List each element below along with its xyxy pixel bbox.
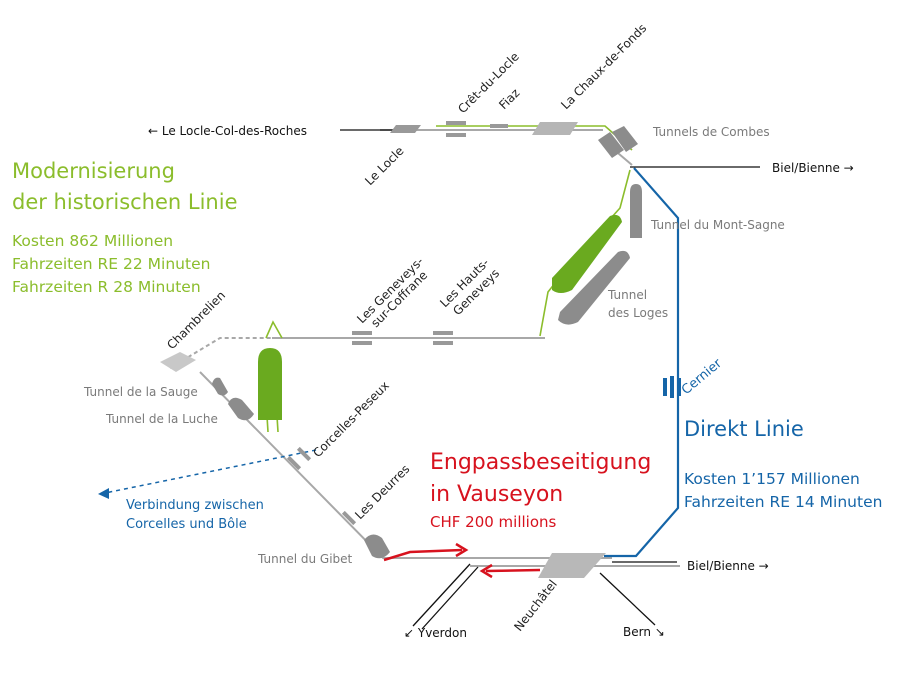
bottleneck-cost: CHF 200 millions — [430, 513, 557, 531]
bottleneck-title-2: in Vauseyon — [430, 482, 563, 507]
platform-cret-du-locle-b — [446, 133, 466, 137]
tunnel-luche-label: Tunnel de la Luche — [105, 412, 218, 426]
station-cernier-label: Cernier — [679, 356, 725, 398]
platform-la-chaux-de-fonds — [532, 122, 578, 135]
platform-les-deurres — [341, 510, 357, 526]
station-la-chaux-de-fonds-label: La Chaux-de-Fonds — [558, 21, 649, 112]
track-yverdon-b — [421, 566, 479, 630]
platform-geneveys-b — [352, 341, 372, 345]
tunnel-sauge — [212, 377, 228, 396]
dest-biel-bottom: Biel/Bienne → — [687, 559, 769, 573]
station-cernier — [663, 376, 681, 398]
cernier-bar-2 — [670, 376, 674, 398]
track-west-dashed — [169, 337, 272, 369]
direct-line-cost: Kosten 1’157 Millionen — [684, 470, 860, 488]
green-upper-fork — [265, 320, 283, 339]
tunnel-loges-grey — [558, 250, 630, 325]
platforms — [160, 121, 606, 578]
red-arrowhead-west — [479, 563, 493, 579]
bottleneck-title-1: Engpassbeseitigung — [430, 450, 651, 475]
modernisation-time-re: Fahrzeiten RE 22 Minuten — [12, 255, 210, 273]
connection-arrowhead — [98, 488, 109, 499]
dest-le-locle-col: ← Le Locle-Col-des-Roches — [148, 124, 307, 138]
platform-corcelles-peseux-b — [296, 446, 312, 462]
platform-chambrelien — [160, 352, 196, 372]
tunnel-mont-sagne — [630, 184, 642, 238]
red-arrowhead-east — [455, 542, 469, 558]
tunnel-gibet-label: Tunnel du Gibet — [257, 552, 353, 566]
tunnel-sauge-label: Tunnel de la Sauge — [83, 385, 198, 399]
platform-geneveys-a — [352, 331, 372, 335]
connection-arrow — [104, 449, 317, 494]
tunnel-new-green — [258, 348, 282, 420]
dest-bern: Bern ↘ — [623, 625, 665, 639]
station-les-deurres-label: Les Deurres — [352, 462, 412, 522]
direct-line-title: Direkt Linie — [684, 417, 804, 441]
station-neuchatel-label: Neuchâtel — [511, 577, 560, 634]
tunnels — [212, 126, 642, 559]
tunnel-loges-label-1: Tunnel — [607, 288, 647, 302]
bottleneck-arrows — [383, 542, 541, 579]
tunnel-loges-label-2: des Loges — [608, 306, 668, 320]
tunnel-mont-sagne-label: Tunnel du Mont-Sagne — [650, 218, 785, 232]
tunnel-luche — [228, 397, 254, 421]
station-le-locle-label: Le Locle — [362, 144, 406, 188]
track-bern — [599, 572, 656, 626]
red-arrow-east — [383, 548, 463, 562]
platform-fiaz — [490, 124, 508, 128]
direct-line-route — [604, 167, 680, 558]
connection-label-2: Corcelles und Bôle — [126, 517, 247, 532]
tunnel-combes-2 — [612, 126, 638, 152]
connection-label-1: Verbindung zwischen — [126, 498, 264, 513]
platform-neuchatel — [538, 553, 606, 578]
external-tracks — [340, 129, 760, 630]
tunnel-gibet — [364, 534, 390, 559]
modernisation-cost: Kosten 862 Millionen — [12, 232, 173, 250]
platform-cret-du-locle-a — [446, 121, 466, 125]
dest-biel-top: Biel/Bienne → — [772, 161, 854, 175]
dest-yverdon: ↙ Yverdon — [404, 626, 467, 640]
direct-line-time-re: Fahrzeiten RE 14 Minuten — [684, 493, 882, 511]
tunnel-combes-label: Tunnels de Combes — [652, 125, 770, 139]
red-arrow-west — [485, 568, 541, 573]
platform-hauts-geneveys-b — [433, 341, 453, 345]
station-chambrelien-label: Chambrelien — [164, 288, 228, 352]
track-yverdon-a — [412, 563, 471, 627]
tunnel-loges-green — [552, 214, 622, 293]
tunnel-combes-1 — [598, 132, 624, 158]
platform-le-locle — [390, 125, 421, 133]
modernisation-title-2: der historischen Linie — [12, 190, 238, 214]
platform-corcelles-peseux-a — [286, 455, 302, 471]
cernier-bar-3 — [677, 378, 681, 396]
cernier-bar-1 — [663, 378, 667, 396]
track-descent-corcelles — [199, 371, 612, 559]
station-corcelles-peseux-label: Corcelles-Peseux — [310, 378, 392, 460]
modernisation-time-r: Fahrzeiten R 28 Minuten — [12, 278, 201, 296]
modernisation-title-1: Modernisierung — [12, 159, 175, 183]
station-fiaz-label: Fiaz — [496, 86, 522, 112]
platform-hauts-geneveys-a — [433, 331, 453, 335]
